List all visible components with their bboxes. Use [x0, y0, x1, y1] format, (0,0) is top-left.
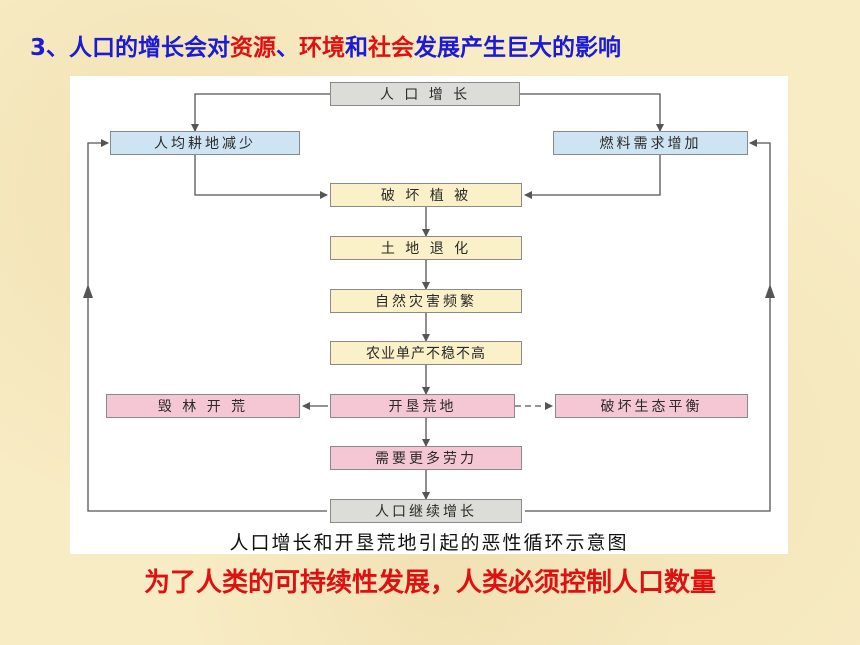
flowchart-panel: 人 口 增 长 人均耕地减少 燃料需求增加 破 坏 植 被 土 地 退 化 自然… [70, 76, 788, 554]
node-vegetation-destruction: 破 坏 植 被 [330, 183, 522, 207]
flowchart-connectors [83, 93, 775, 512]
arrow-growth-to-fuel [520, 93, 664, 132]
heading-term-environment: 环境 [299, 35, 346, 61]
node-farmland-decrease: 人均耕地减少 [110, 131, 300, 155]
node-population-growth: 人 口 增 长 [330, 82, 520, 106]
node-more-labor: 需要更多劳力 [330, 446, 522, 470]
node-land-degradation: 土 地 退 化 [330, 236, 522, 260]
node-fuel-demand: 燃料需求增加 [553, 131, 748, 155]
slide-heading: 3、人口的增长会对资源、环境和社会发展产生巨大的影响 [30, 28, 621, 62]
node-continued-growth: 人口继续增长 [330, 499, 522, 523]
loop-right-to-fuel [525, 139, 771, 512]
node-deforestation: 毁 林 开 荒 [106, 394, 300, 418]
loop-left-up-arrowhead [83, 284, 93, 298]
heading-term-resources: 资源 [230, 35, 277, 61]
heading-suffix: 发展产生巨大的影响 [414, 35, 622, 61]
arrow-growth-to-farmland [191, 93, 330, 132]
node-low-yield: 农业单产不稳不高 [330, 341, 522, 365]
node-natural-disasters: 自然灾害频繁 [330, 289, 522, 313]
heading-prefix: 3、人口的增长会对 [30, 35, 231, 61]
loop-right-up-arrowhead [765, 284, 775, 298]
conclusion-text: 为了人类的可持续性发展，人类必须控制人口数量 [143, 568, 716, 598]
heading-and: 和 [345, 35, 369, 61]
diagram-caption: 人口增长和开垦荒地引起的恶性循环示意图 [229, 532, 629, 554]
node-land-reclamation: 开垦荒地 [330, 394, 515, 418]
arrow-farmland-to-vegetation [194, 155, 328, 199]
node-ecological-imbalance: 破坏生态平衡 [555, 394, 748, 418]
loop-left-to-farmland [87, 139, 327, 512]
heading-separator: 、 [276, 35, 300, 61]
heading-term-society: 社会 [368, 35, 415, 61]
arrow-fuel-to-vegetation [524, 155, 661, 199]
